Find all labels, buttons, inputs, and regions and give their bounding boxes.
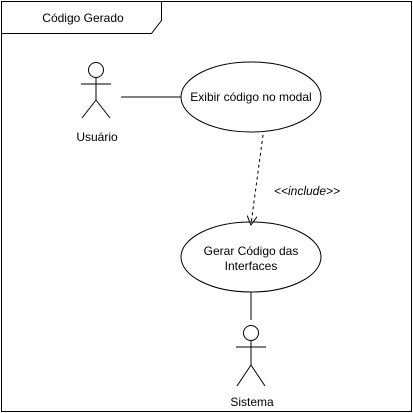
actor-usuario-left-leg	[81, 99, 97, 119]
actor-sistema-left-leg	[236, 364, 252, 387]
use-case-gerar-codigo-label-line1: Gerar Código das	[204, 244, 299, 258]
use-case-gerar-codigo-label-line2: Interfaces	[225, 259, 278, 273]
actor-usuario[interactable]: Usuário	[76, 62, 118, 145]
actor-sistema-right-leg	[250, 364, 266, 387]
use-case-exibir-codigo-ellipse	[180, 61, 322, 133]
use-case-gerar-codigo[interactable]: Gerar Código das Interfaces	[180, 221, 322, 293]
frame-title: Código Gerado	[42, 11, 124, 25]
frame-title-tab	[1, 1, 162, 34]
include-label: <<include>>	[274, 184, 340, 198]
actor-usuario-right-leg	[95, 99, 111, 119]
actor-sistema-head	[243, 325, 259, 341]
use-case-exibir-codigo[interactable]: Exibir código no modal	[180, 61, 322, 133]
actor-sistema-label: Sistema	[230, 395, 274, 409]
actor-sistema[interactable]: Sistema	[230, 325, 274, 410]
actor-usuario-label: Usuário	[76, 130, 118, 144]
use-case-exibir-codigo-label: Exibir código no modal	[190, 90, 311, 104]
include-arrow	[251, 134, 264, 224]
actor-usuario-head	[88, 62, 104, 78]
